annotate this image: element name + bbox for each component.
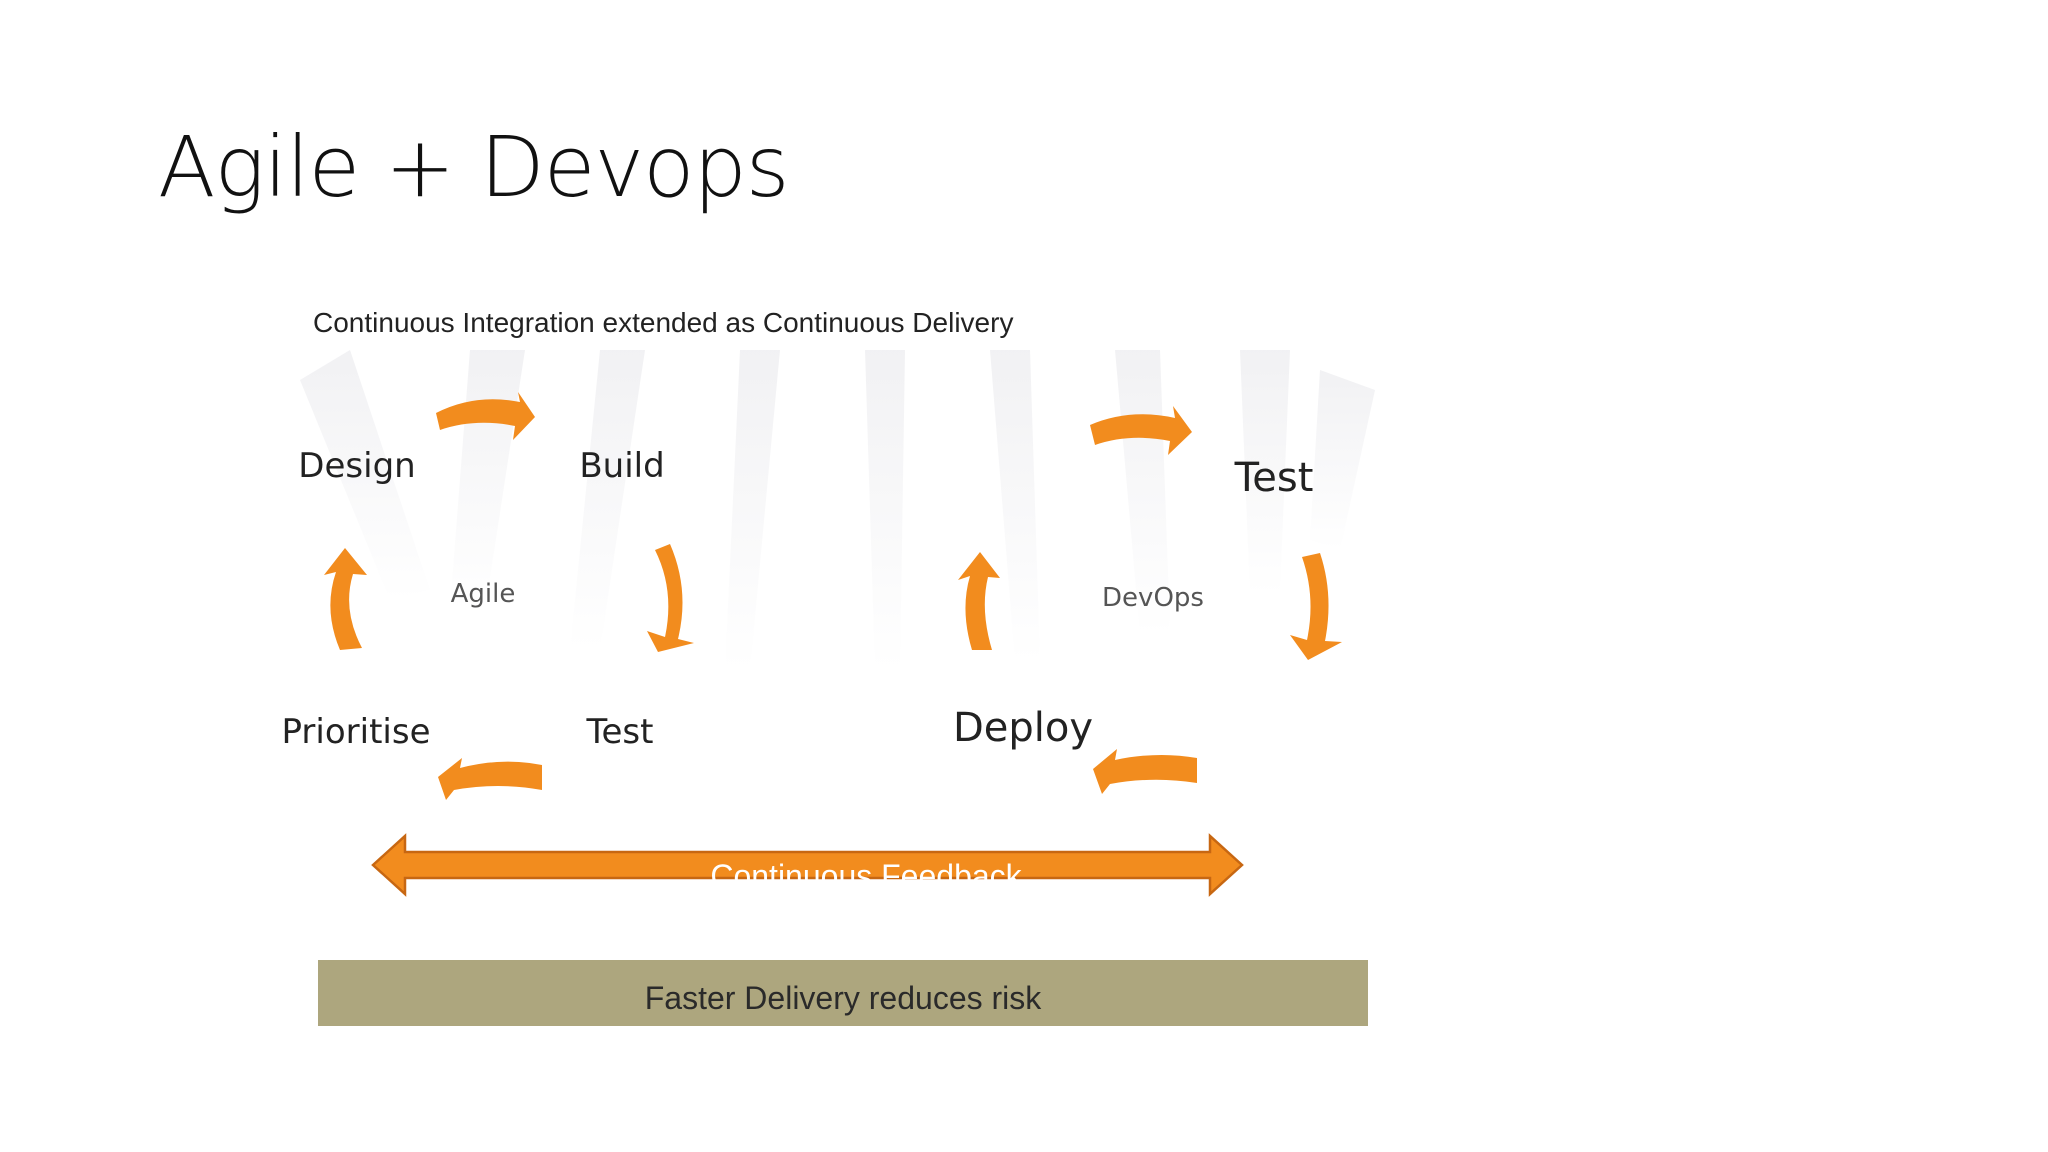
delivery-banner: Faster Delivery reduces risk [318, 960, 1368, 1026]
arrow-deploy-up-icon [958, 552, 1000, 650]
stage-devops-test: Test [1234, 455, 1314, 501]
stage-deploy: Deploy [952, 705, 1094, 751]
stage-prioritise: Prioritise [281, 712, 431, 752]
diagram-subtitle: Continuous Integration extended as Conti… [313, 307, 1014, 338]
arrow-design-to-build-icon [436, 392, 535, 440]
stage-design: Design [298, 446, 416, 486]
arrow-test-to-deploy-down-icon [1290, 553, 1342, 660]
arrow-build-to-test-icon [647, 544, 694, 652]
stage-build: Build [579, 446, 665, 486]
cycle-arrows [324, 392, 1342, 897]
slide-title: Agile + Devops [158, 118, 790, 216]
devops-cycle-label: DevOps [1102, 583, 1204, 613]
arrow-deploy-to-test-icon [1090, 406, 1192, 455]
continuous-feedback-arrow-icon [371, 833, 1244, 897]
agile-cycle-label: Agile [450, 579, 516, 609]
continuous-feedback-label: Continuous Feedback [710, 858, 1022, 894]
arrow-test-to-prioritise-icon [438, 758, 542, 800]
agile-devops-diagram: Continuous Integration extended as Conti… [280, 290, 1390, 1035]
arrow-prioritise-to-design-icon [324, 548, 367, 650]
background-rays [300, 350, 1375, 670]
banner-label: Faster Delivery reduces risk [644, 980, 1042, 1016]
stage-agile-test: Test [586, 712, 654, 752]
arrow-to-deploy-icon [1093, 749, 1197, 794]
